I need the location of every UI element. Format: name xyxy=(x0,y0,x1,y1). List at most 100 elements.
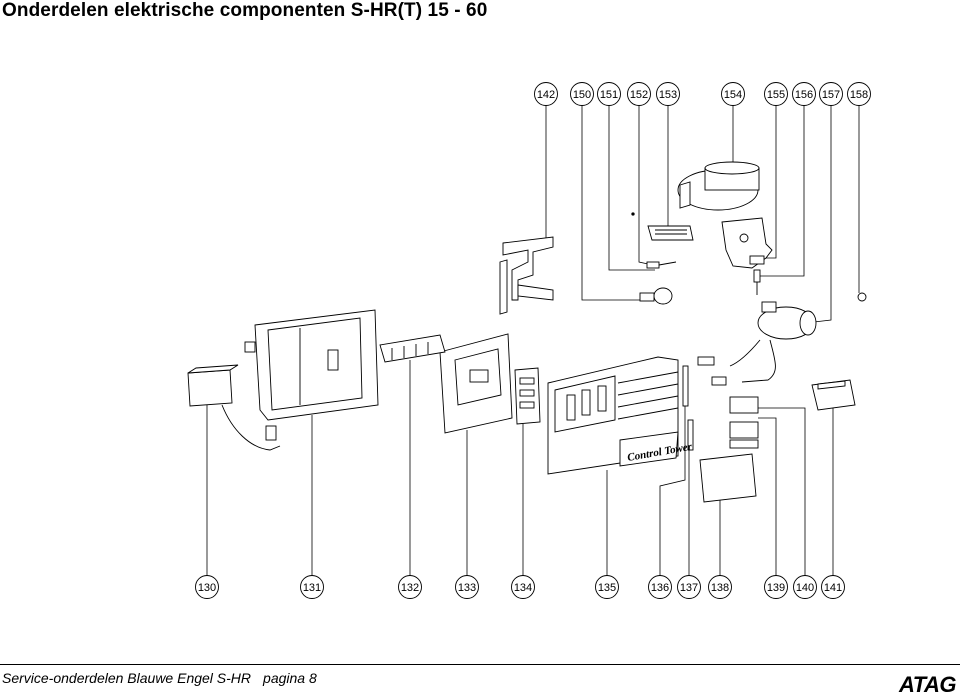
leader-line xyxy=(758,407,806,576)
callout-bottom-135: 135 xyxy=(595,575,619,599)
callout-bottom-136: 136 xyxy=(648,575,672,599)
page-title: Onderdelen elektrische componenten S-HR(… xyxy=(2,0,488,21)
callout-circle xyxy=(721,82,745,106)
part-terminal-block xyxy=(514,367,541,425)
callout-number: 137 xyxy=(680,582,698,594)
leader-line xyxy=(760,105,805,277)
callout-top-142: 142 xyxy=(534,82,558,106)
callout-number: 131 xyxy=(303,582,321,594)
callout-circle xyxy=(764,82,788,106)
callout-circle xyxy=(764,575,788,599)
part-relays xyxy=(729,396,759,449)
callout-bottom-131: 131 xyxy=(300,575,324,599)
callout-top-155: 155 xyxy=(764,82,788,106)
leader-line xyxy=(581,105,640,301)
callout-circle xyxy=(534,82,558,106)
part-sensor-probe xyxy=(646,261,677,269)
callout-number: 138 xyxy=(711,582,729,594)
part-control-housing xyxy=(244,309,379,421)
callout-bottom-132: 132 xyxy=(398,575,422,599)
callout-circle xyxy=(398,575,422,599)
callout-circle xyxy=(847,82,871,106)
callout-circle xyxy=(595,575,619,599)
leader-line xyxy=(608,105,655,271)
part-transformer xyxy=(187,364,281,451)
footer-rule xyxy=(0,664,960,665)
callout-circle xyxy=(511,575,535,599)
part-pcb xyxy=(439,333,513,434)
callout-number: 142 xyxy=(537,89,555,101)
callout-circle xyxy=(627,82,651,106)
page-number: pagina 8 xyxy=(263,670,317,686)
callout-bottom-138: 138 xyxy=(708,575,732,599)
callout-top-152: 152 xyxy=(627,82,651,106)
callout-circle xyxy=(708,575,732,599)
callout-circle xyxy=(792,82,816,106)
callout-top-151: 151 xyxy=(597,82,621,106)
callout-number: 154 xyxy=(724,89,742,101)
callout-top-154: 154 xyxy=(721,82,745,106)
callout-bottom-137: 137 xyxy=(677,575,701,599)
callout-top-158: 158 xyxy=(847,82,871,106)
callout-circle xyxy=(648,575,672,599)
leader-line xyxy=(638,105,649,265)
part-terminal-strips xyxy=(682,365,694,451)
callout-circle xyxy=(819,82,843,106)
callout-circle xyxy=(793,575,817,599)
callout-bottom-141: 141 xyxy=(821,575,845,599)
callout-circle xyxy=(656,82,680,106)
callout-number: 157 xyxy=(822,89,840,101)
part-ignition xyxy=(639,287,673,305)
part-gas-valve xyxy=(721,217,773,269)
callout-bottom-139: 139 xyxy=(764,575,788,599)
part-connectors xyxy=(697,356,727,386)
callout-circle xyxy=(677,575,701,599)
callout-circle xyxy=(570,82,594,106)
part-nut xyxy=(857,292,867,302)
callout-number: 150 xyxy=(573,89,591,101)
callout-circle xyxy=(300,575,324,599)
callout-number: 155 xyxy=(767,89,785,101)
part-bracket xyxy=(499,236,554,315)
callout-bottom-130: 130 xyxy=(195,575,219,599)
part-fan xyxy=(677,161,760,211)
callout-number: 156 xyxy=(795,89,813,101)
callout-number: 130 xyxy=(198,582,216,594)
callout-bottom-133: 133 xyxy=(455,575,479,599)
leader-line xyxy=(659,400,686,576)
part-cover xyxy=(699,453,757,503)
part-control-tower xyxy=(547,356,679,475)
callout-number: 132 xyxy=(401,582,419,594)
footer-text: Service-onderdelen Blauwe Engel S-HR pagi… xyxy=(2,670,317,686)
callout-top-156: 156 xyxy=(792,82,816,106)
callout-number: 158 xyxy=(850,89,868,101)
callout-number: 134 xyxy=(514,582,532,594)
leader-line xyxy=(758,417,777,576)
callout-number: 153 xyxy=(659,89,677,101)
callout-circle xyxy=(821,575,845,599)
callout-number: 151 xyxy=(600,89,618,101)
callout-circle xyxy=(195,575,219,599)
callout-number: 152 xyxy=(630,89,648,101)
callout-number: 140 xyxy=(796,582,814,594)
callout-top-150: 150 xyxy=(570,82,594,106)
callout-circle xyxy=(455,575,479,599)
callout-number: 136 xyxy=(651,582,669,594)
part-connector-strip xyxy=(379,334,446,363)
part-pump xyxy=(729,301,817,383)
callout-number: 139 xyxy=(767,582,785,594)
callout-top-157: 157 xyxy=(819,82,843,106)
callout-number: 141 xyxy=(824,582,842,594)
callout-bottom-134: 134 xyxy=(511,575,535,599)
callout-number: 135 xyxy=(598,582,616,594)
callout-number: 133 xyxy=(458,582,476,594)
leader-line xyxy=(813,105,832,323)
callout-bottom-140: 140 xyxy=(793,575,817,599)
atag-logo: ATAG xyxy=(898,672,957,697)
part-housing-block xyxy=(811,379,856,411)
part-small-sensor xyxy=(753,269,761,295)
footer-source: Service-onderdelen Blauwe Engel S-HR xyxy=(2,670,252,686)
callout-top-153: 153 xyxy=(656,82,680,106)
leader-line xyxy=(762,105,777,259)
